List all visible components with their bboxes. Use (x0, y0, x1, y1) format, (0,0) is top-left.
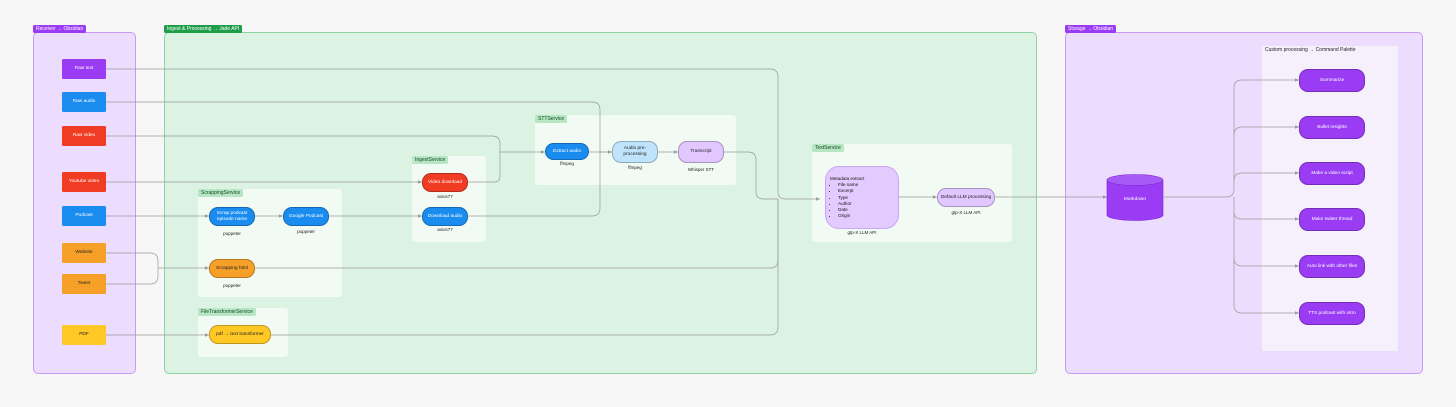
metadata-item: File name (838, 182, 894, 188)
storage-group-label: Storage → Obsidian (1065, 25, 1117, 33)
input-pdf[interactable]: PDF (62, 325, 106, 345)
input-youtube-video[interactable]: Youtube video (62, 172, 106, 192)
ingest-service (412, 156, 486, 242)
metadata-item: Date (838, 207, 894, 213)
input-raw-audio[interactable]: Raw audio (62, 92, 106, 112)
caption-ffmpeg-2: ffmpeg (628, 165, 642, 170)
receiver-group (33, 32, 136, 374)
text-service-label: TextService (812, 144, 844, 152)
node-transcript[interactable]: Transcript (678, 141, 724, 163)
caption-gpt-2: gtp-X LLM API (951, 210, 981, 215)
scrapping-service-label: ScrappingService (198, 189, 244, 197)
custom-item-video-script[interactable]: Make a video script (1299, 162, 1365, 185)
metadata-item: Origin (838, 213, 894, 219)
custom-processing-label: Custom processing → Command Palette (1265, 47, 1356, 53)
caption-puppeter-1: puppeter (223, 231, 241, 236)
input-website[interactable]: Website (62, 243, 106, 263)
custom-item-twitter-thread[interactable]: Make twitter thread (1299, 208, 1365, 231)
input-podcast[interactable]: Podcast (62, 206, 106, 226)
node-metadata-extract[interactable]: Metadata extract File name Excerpt Type … (825, 166, 899, 229)
node-pdf-transformer[interactable]: pdf → text transformer (209, 325, 271, 344)
caption-whisper: Whisper STT (687, 167, 715, 172)
caption-axios-2: axios77 (437, 227, 453, 232)
node-audio-preprocessing[interactable]: Audio pre-processing (612, 141, 658, 163)
node-markdown[interactable]: Markdown (1123, 197, 1147, 202)
caption-gpt-1: gtp-X LLM API (847, 230, 877, 235)
caption-puppeter-2: puppeter (297, 229, 315, 234)
input-raw-video[interactable]: Raw video (62, 126, 106, 146)
node-download-audio[interactable]: Download audio (422, 207, 468, 226)
input-tweet[interactable]: Tweet (62, 274, 106, 294)
caption-puppeter-3: puppeter (223, 283, 241, 288)
node-google-podcast[interactable]: Google Podcast (283, 207, 329, 226)
receiver-group-label: Receiver → Obsidian (33, 25, 87, 33)
node-default-llm[interactable]: Default LLM processing (937, 188, 995, 207)
ingest-service-label: IngestService (412, 156, 449, 164)
node-scrap-podcast[interactable]: Scrap podcast episode name (209, 207, 255, 226)
custom-item-auto-link[interactable]: Auto link with other files (1299, 255, 1365, 278)
node-extract-audio[interactable]: Extract audio (545, 143, 589, 160)
metadata-item: Type (838, 195, 894, 201)
metadata-item: Excerpt (838, 188, 894, 194)
markdown-database-icon (1106, 174, 1164, 221)
custom-item-tts-podcast[interactable]: TTS podcast with intro (1299, 302, 1365, 325)
ingest-group-label: Ingest & Processing → Jade API (164, 25, 243, 33)
custom-processing-panel (1262, 46, 1398, 351)
metadata-title: Metadata extract (830, 176, 865, 181)
file-transformer-service-label: FileTransformerService (198, 308, 256, 316)
caption-ffmpeg-1: ffmpeg (560, 161, 574, 166)
node-video-download[interactable]: Video download (422, 173, 468, 192)
input-raw-text[interactable]: Raw text (62, 59, 106, 79)
custom-item-bullet-insights[interactable]: Bullet insights (1299, 116, 1365, 139)
custom-item-summarize[interactable]: Summarize (1299, 69, 1365, 92)
node-scrapping-html[interactable]: Scrapping html (209, 259, 255, 278)
metadata-item: Author (838, 201, 894, 207)
caption-axios-1: axios77 (437, 194, 453, 199)
metadata-list: File name Excerpt Type Author Date Origi… (830, 182, 894, 219)
stt-service-label: STTService (535, 115, 568, 123)
